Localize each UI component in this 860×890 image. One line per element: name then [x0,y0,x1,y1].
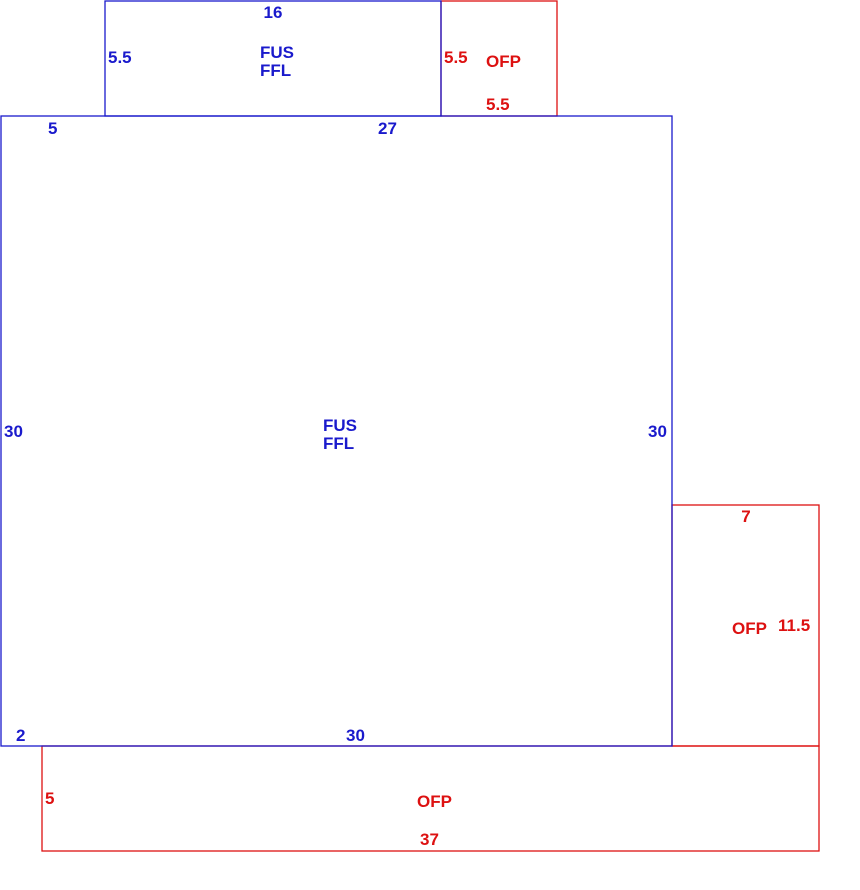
main-area-code-line2: FFL [323,434,354,453]
main-area-dim-top-left: 5 [48,119,57,138]
main-area-dim-left: 30 [4,422,23,441]
porch-top-dim-bottom: 5.5 [486,95,510,114]
main-area-dim-right: 30 [648,422,667,441]
main-area-dim-bottom: 30 [346,726,365,745]
porch-bottom-dim-left: 5 [45,789,54,808]
porch-top-code: OFP [486,52,521,71]
porch-bottom-dim-bottom: 37 [420,830,439,849]
porch-top-dim-left: 5.5 [444,48,468,67]
porch-bottom-code: OFP [417,792,452,811]
main-area-dim-bottom-left: 2 [16,726,25,745]
top-area-dim-left: 5.5 [108,48,132,67]
main-area-outline [0,115,673,747]
main-area-dim-top: 27 [378,119,397,138]
porch-right-code: OFP [732,619,767,638]
porch-right-dim-right: 11.5 [778,616,810,635]
top-area-code-line1: FUS [260,43,294,62]
porch-right-dim-top: 7 [741,507,750,526]
top-area-dim-top: 16 [264,3,283,22]
top-area-code-line2: FFL [260,61,291,80]
main-area-code-line1: FUS [323,416,357,435]
